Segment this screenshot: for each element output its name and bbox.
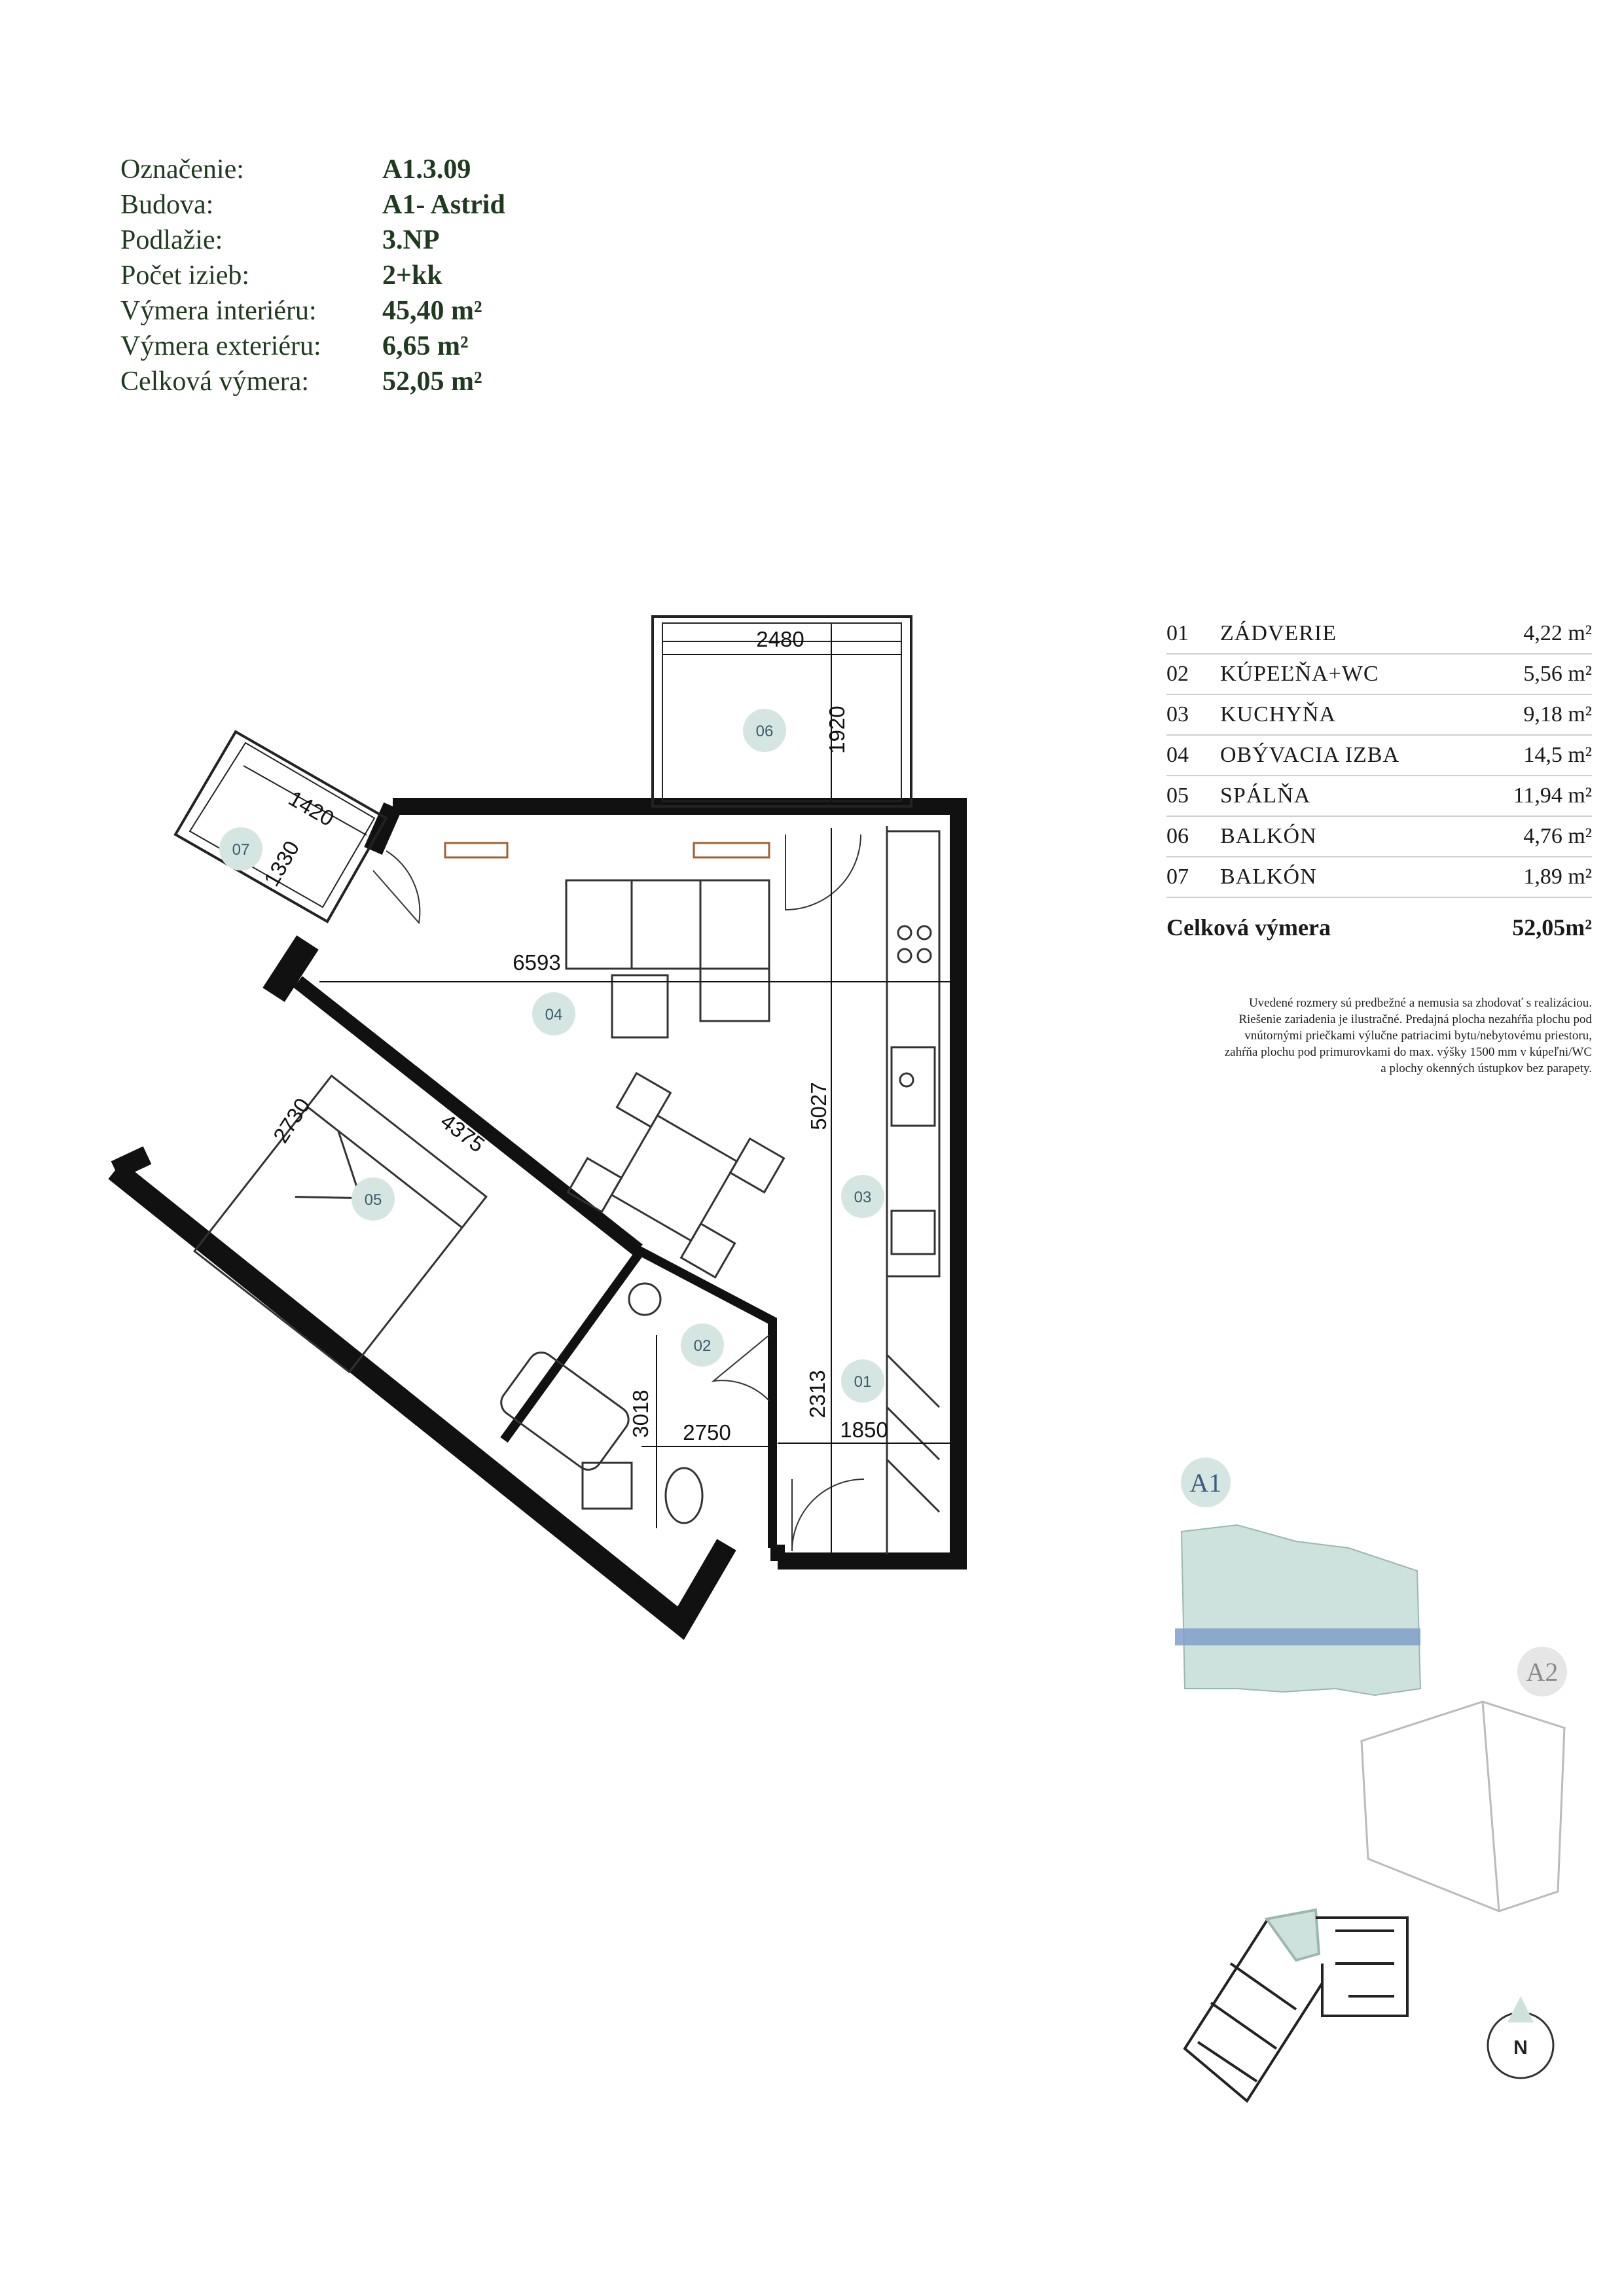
- compass-north-label: N: [1513, 2037, 1528, 2058]
- svg-text:05: 05: [365, 1191, 382, 1209]
- info-row-exterior-area: Výmera exteriéru:6,65 m²: [120, 331, 469, 361]
- building-a2-label: A2: [1526, 1657, 1559, 1687]
- balcony-07: [173, 730, 388, 924]
- building-a1-illustration: A1: [1175, 1458, 1422, 1696]
- badge-06: [743, 709, 786, 752]
- stove-icon: [890, 1210, 936, 1255]
- svg-text:07: 07: [232, 841, 250, 859]
- badge-05: [352, 1177, 395, 1221]
- dim-hall-length: 2313: [805, 1370, 829, 1418]
- dining-table: [566, 1071, 785, 1279]
- washbasin-icon: [581, 1462, 633, 1510]
- badge-01: [841, 1359, 884, 1403]
- dimension-lines: [319, 628, 958, 1558]
- room-badges: 01 02 03 04 05 06 07: [219, 709, 884, 1403]
- walls: [108, 798, 967, 1640]
- washing-machine-icon: [628, 1282, 662, 1316]
- bathtub: [500, 1351, 630, 1471]
- balcony-06: [651, 615, 912, 808]
- dim-balcony07-depth: 1330: [259, 836, 304, 890]
- site-plan: [1183, 1908, 1409, 2103]
- radiators: [444, 842, 770, 859]
- svg-text:02: 02: [694, 1337, 712, 1355]
- toilet-icon: [664, 1467, 704, 1524]
- sofa: [565, 879, 770, 970]
- dim-kitchen-length: 5027: [806, 1082, 831, 1130]
- dim-bedroom-depth: 2730: [268, 1094, 315, 1147]
- apartment-info: Označenie:A1.3.09 Budova:A1- Astrid Podl…: [120, 152, 505, 399]
- floor-highlight: [1175, 1628, 1420, 1645]
- furniture: [193, 830, 941, 1524]
- coffee-table: [611, 974, 669, 1039]
- dim-bath-depth: 3018: [628, 1390, 653, 1437]
- info-row-rooms: Počet izieb:2+kk: [120, 260, 442, 291]
- sofa-chaise: [699, 967, 770, 1022]
- badge-04: [532, 992, 575, 1035]
- info-row-designation: Označenie:A1.3.09: [120, 154, 471, 185]
- svg-text:03: 03: [854, 1189, 872, 1206]
- north-arrow-icon: [1507, 1996, 1534, 2022]
- badge-07: [219, 827, 262, 870]
- info-row-building: Budova:A1- Astrid: [120, 190, 505, 220]
- dim-hall-width: 1850: [840, 1418, 888, 1442]
- badge-02: [681, 1323, 724, 1367]
- wardrobe-hatch: [886, 1354, 941, 1513]
- dim-living-width: 6593: [513, 950, 560, 975]
- dim-balcony-depth: 1920: [825, 706, 849, 753]
- compass: N: [1487, 1996, 1555, 2079]
- dimension-labels: 2480 1920 1420 1330 6593 5027 2730 4375 …: [259, 627, 888, 1444]
- svg-text:01: 01: [854, 1373, 872, 1391]
- svg-text:06: 06: [756, 723, 774, 740]
- doors: [372, 834, 865, 1552]
- svg-text:04: 04: [545, 1006, 563, 1024]
- badge-03: [841, 1175, 884, 1218]
- sink-icon: [890, 1046, 936, 1127]
- disclaimer-note: Uvedené rozmery sú predbežné a nemusia s…: [1224, 996, 1592, 1075]
- info-row-interior-area: Výmera interiéru:45,40 m²: [120, 296, 482, 326]
- dim-balcony-width: 2480: [756, 627, 804, 651]
- dim-bath-width: 2750: [683, 1420, 731, 1444]
- info-row-total-area: Celková výmera:52,05 m²: [120, 367, 482, 397]
- building-a1-label: A1: [1190, 1468, 1222, 1498]
- info-row-floor: Podlažie:3.NP: [120, 225, 440, 255]
- building-a2-illustration: A2: [1360, 1647, 1567, 1912]
- kitchen-counter: [886, 830, 941, 1278]
